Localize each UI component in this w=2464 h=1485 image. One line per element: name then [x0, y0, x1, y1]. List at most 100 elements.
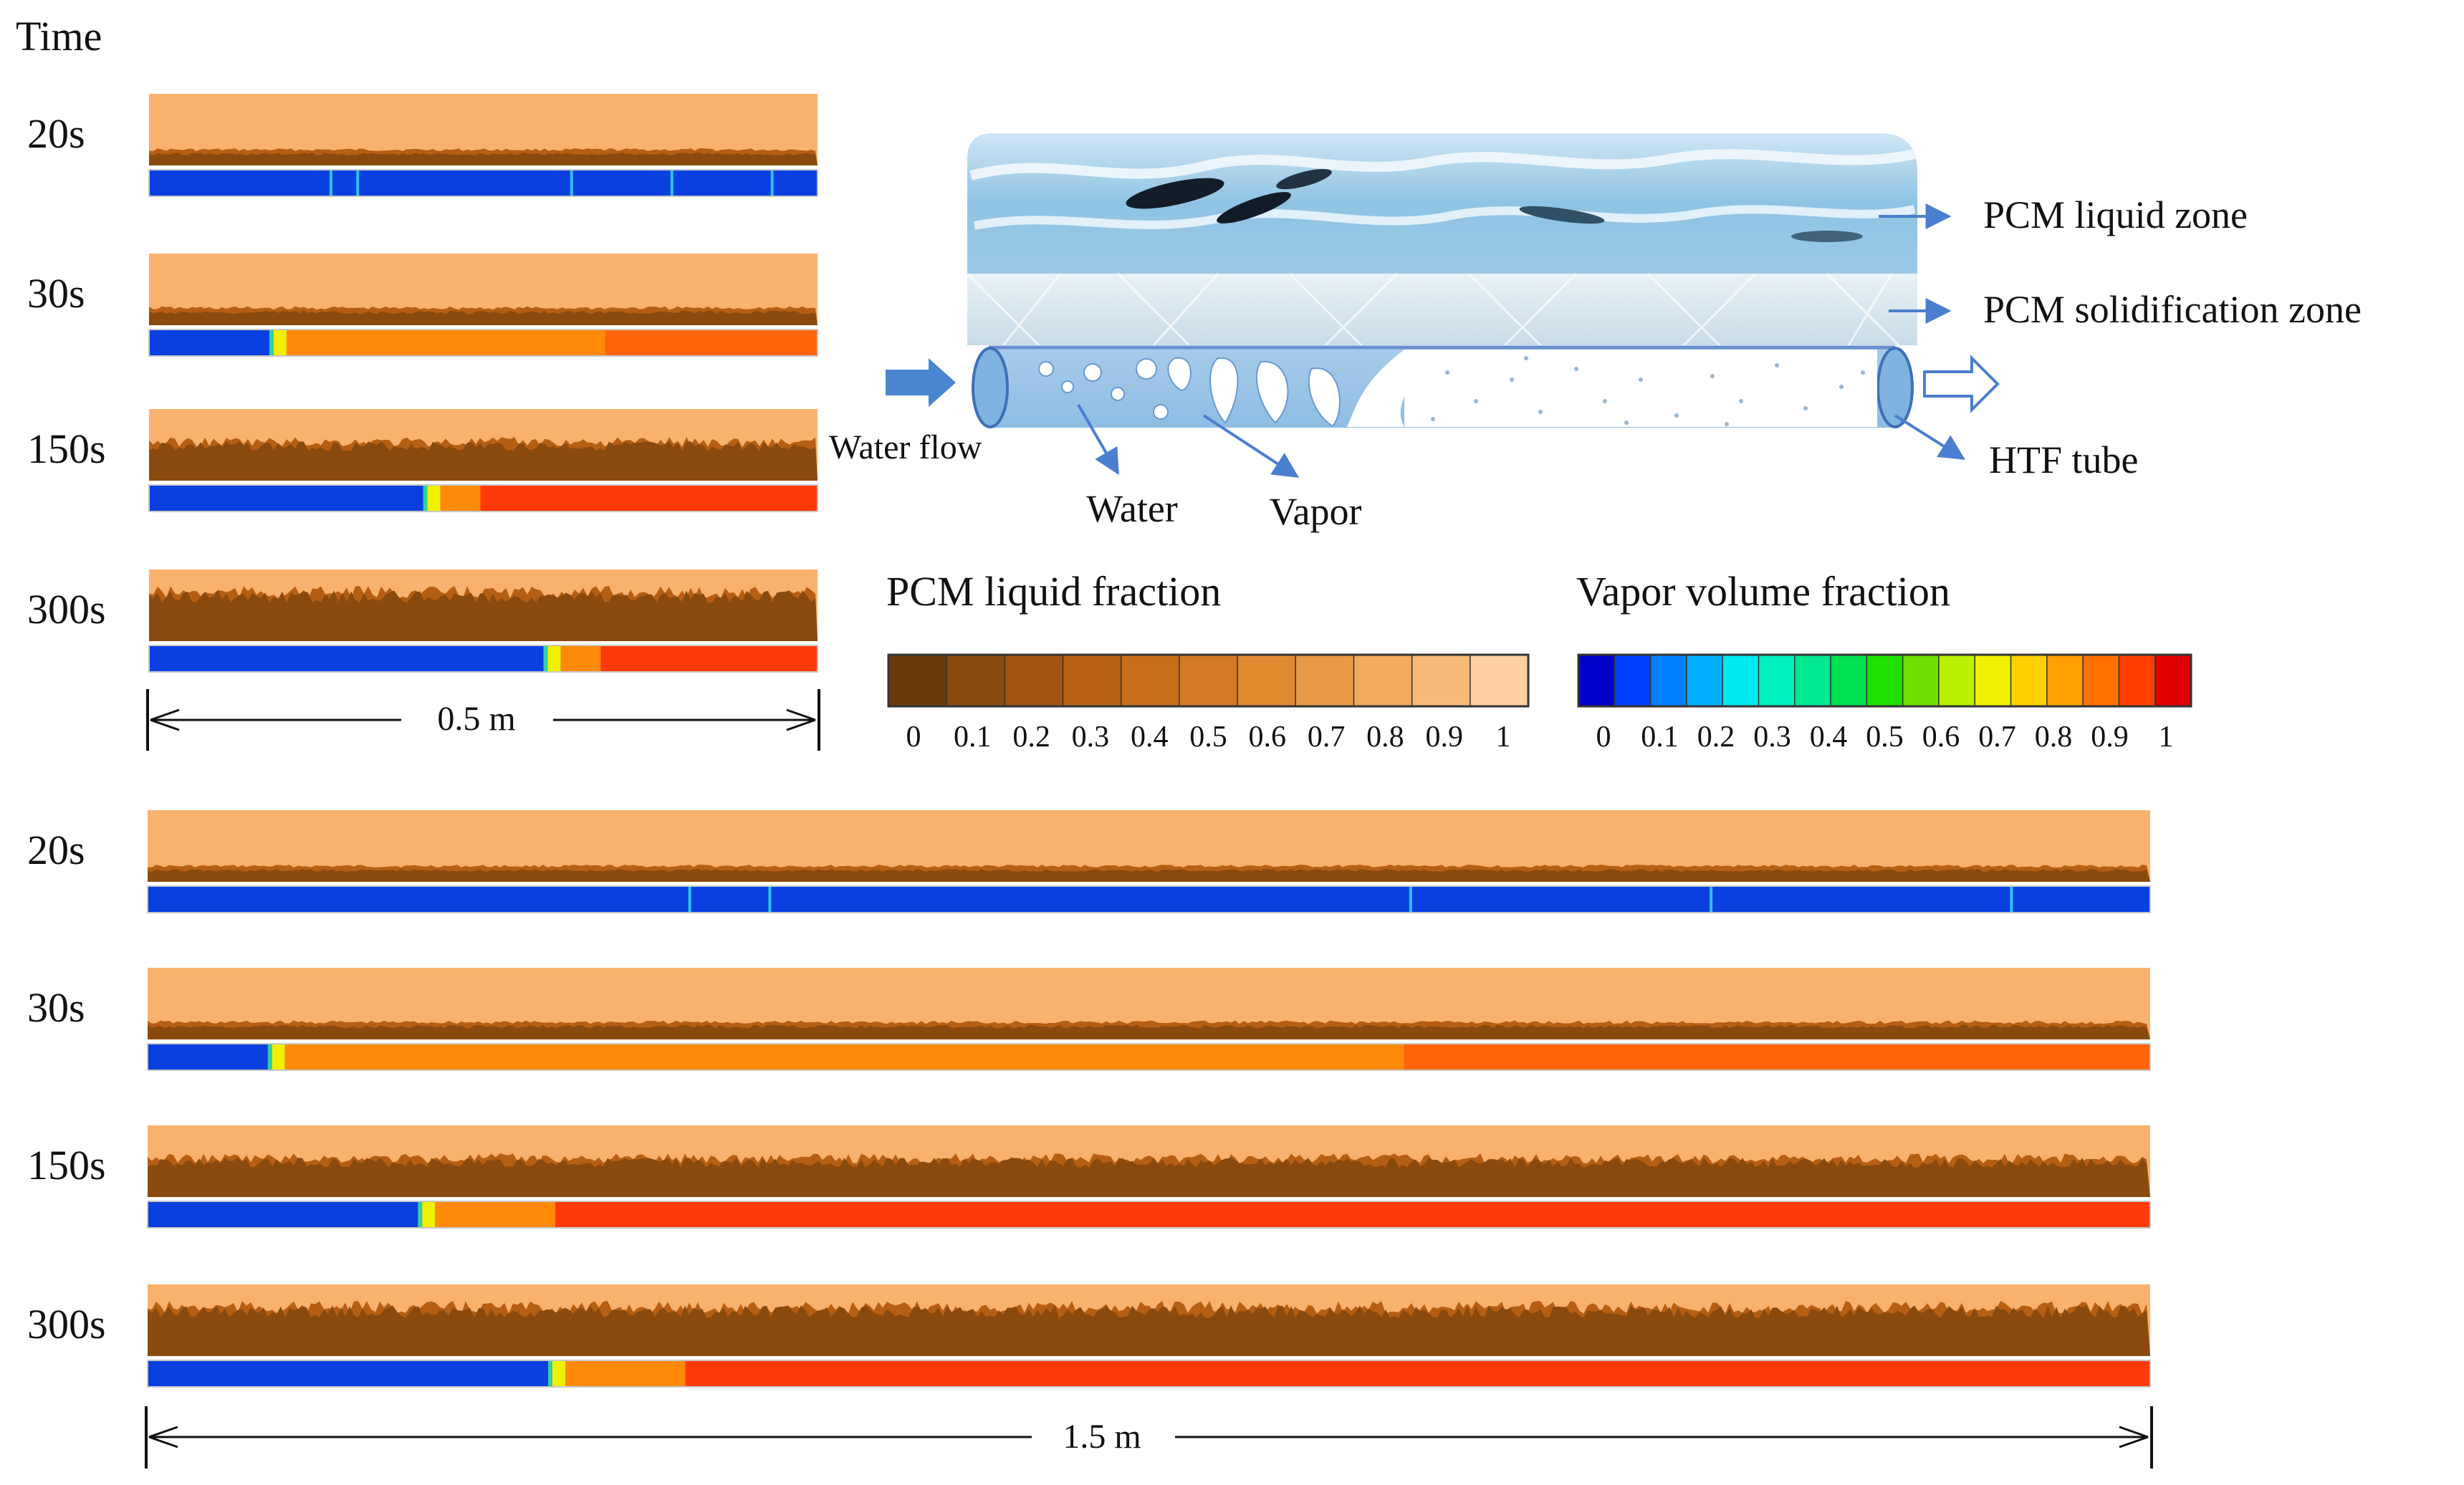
long-pcm-band [148, 1284, 2150, 1356]
legend-swatch [1758, 654, 1796, 707]
legend-swatch [1062, 654, 1122, 707]
long-htf-band [147, 1360, 2151, 1388]
schematic: PCM liquid zone PCM solidification zone … [829, 133, 2362, 533]
long-row-150s: 150s [27, 1125, 2151, 1229]
short-pipe-panel: 20s 30s 150s 300s [27, 94, 818, 673]
pcm-liquid-fraction-legend: PCM liquid fraction 0 0.1 0.2 0.3 0.4 0.5 0.6 0… [886, 568, 1530, 754]
legend-tick-label: 0.2 [1012, 721, 1050, 754]
long-htf-band [147, 1043, 2151, 1071]
pcm-legend-title: PCM liquid fraction [886, 568, 1221, 615]
legend-swatch [1120, 654, 1181, 707]
legend-tick-label: 0.3 [1072, 721, 1110, 754]
short-htf-band [148, 645, 818, 673]
legend-swatch [1353, 654, 1413, 707]
legend-swatch [1974, 654, 2012, 707]
legend-swatch [1830, 654, 1868, 707]
legend-tick-label: 0 [906, 721, 921, 754]
vapor-bubbles [1038, 357, 1341, 428]
long-time-label: 30s [27, 984, 85, 1031]
long-pcm-band [148, 1125, 2150, 1197]
legend-tick-label: 1 [2159, 721, 2174, 754]
water-inlet-arrow [886, 358, 956, 407]
legend-tick-label: 0.5 [1189, 721, 1227, 754]
long-row-300s: 300s [27, 1284, 2151, 1388]
time-header: Time [16, 13, 102, 59]
legend-tick-label: 0.1 [954, 721, 992, 754]
legend-swatch [1295, 654, 1355, 707]
pcm-solidification-zone-illustration [967, 274, 1917, 345]
vapor-volume-fraction-legend: Vapor volume fraction 0 0.1 0.2 0.3 0.4 0.5 0.… [1576, 568, 2192, 754]
htf-tube-label: HTF tube [1989, 438, 2139, 481]
short-pcm-band [149, 570, 818, 641]
legend-swatch [1686, 654, 1724, 707]
legend-tick-label: 0.1 [1641, 721, 1679, 754]
legend-tick-label: 0.7 [1308, 721, 1346, 754]
short-time-label: 30s [27, 270, 85, 317]
legend-tick-label: 0.9 [1425, 721, 1463, 754]
outlet-arrow [1923, 355, 2000, 413]
long-time-label: 150s [27, 1142, 106, 1188]
legend-swatch [1411, 654, 1472, 707]
short-htf-band [148, 169, 818, 197]
vapor-label: Vapor [1270, 490, 1362, 533]
long-htf-band [147, 885, 2151, 913]
legend-tick-label: 0.9 [2091, 721, 2129, 754]
legend-swatch [888, 654, 948, 707]
legend-swatch [2082, 654, 2120, 707]
long-htf-band [147, 1201, 2151, 1229]
legend-swatch [1649, 654, 1688, 707]
legend-tick-label: 0.2 [1697, 721, 1735, 754]
pcm-solidification-zone-label: PCM solidification zone [1983, 288, 2362, 331]
legend-tick-label: 0.5 [1866, 721, 1904, 754]
legend-tick-label: 1 [1496, 721, 1511, 754]
legend-swatch [1179, 654, 1239, 707]
legend-swatch [1004, 654, 1064, 707]
short-htf-band [148, 484, 818, 512]
short-pcm-band [149, 254, 818, 325]
legend-swatch [1902, 654, 1940, 707]
legend-tick-label: 0.4 [1131, 721, 1169, 754]
legend-swatch [1470, 654, 1530, 707]
short-row-30s: 30s [27, 254, 818, 357]
legend-swatch [2118, 654, 2156, 707]
pcm-liquid-zone-label: PCM liquid zone [1983, 193, 2248, 236]
legend-tick-label: 0.8 [1366, 721, 1404, 754]
legend-swatch [1237, 654, 1297, 707]
water-label: Water [1086, 487, 1178, 530]
legend-swatch [1722, 654, 1760, 707]
short-pcm-band [149, 409, 818, 481]
legend-tick-label: 0 [1596, 721, 1611, 754]
long-pcm-band [148, 968, 2150, 1039]
short-time-label: 20s [27, 110, 85, 157]
long-pcm-band [148, 810, 2150, 882]
long-length-dimension: 1.5 m [145, 1406, 2153, 1469]
long-row-20s: 20s [27, 810, 2151, 913]
short-row-20s: 20s [27, 94, 818, 197]
short-time-label: 150s [27, 426, 106, 472]
long-time-label: 20s [27, 827, 85, 873]
short-row-300s: 300s [27, 570, 818, 673]
short-pcm-band [149, 94, 818, 165]
short-time-label: 300s [27, 586, 106, 633]
vapor-legend-title: Vapor volume fraction [1576, 568, 1950, 615]
legend-swatch [2046, 654, 2084, 707]
water-flow-label: Water flow [829, 428, 982, 466]
long-time-label: 300s [27, 1301, 106, 1347]
legend-tick-label: 0.3 [1753, 721, 1791, 754]
legend-tick-label: 0.4 [1810, 721, 1848, 754]
long-row-30s: 30s [27, 968, 2151, 1071]
short-row-150s: 150s [27, 409, 818, 512]
short-length-label: 0.5 m [437, 700, 515, 738]
legend-swatch [1938, 654, 1976, 707]
legend-swatch [2010, 654, 2048, 707]
liquid-wave-highlights [969, 149, 1916, 242]
legend-tick-label: 0.6 [1249, 721, 1287, 754]
legend-swatch [2154, 654, 2192, 707]
long-length-label: 1.5 m [1063, 1418, 1141, 1456]
short-length-dimension: 0.5 m [146, 689, 820, 751]
legend-tick-label: 0.7 [1978, 721, 2016, 754]
short-htf-band [148, 329, 818, 357]
legend-swatch [946, 654, 1006, 707]
long-pipe-panel: 20s 30s 150s 300s [27, 810, 2151, 1388]
